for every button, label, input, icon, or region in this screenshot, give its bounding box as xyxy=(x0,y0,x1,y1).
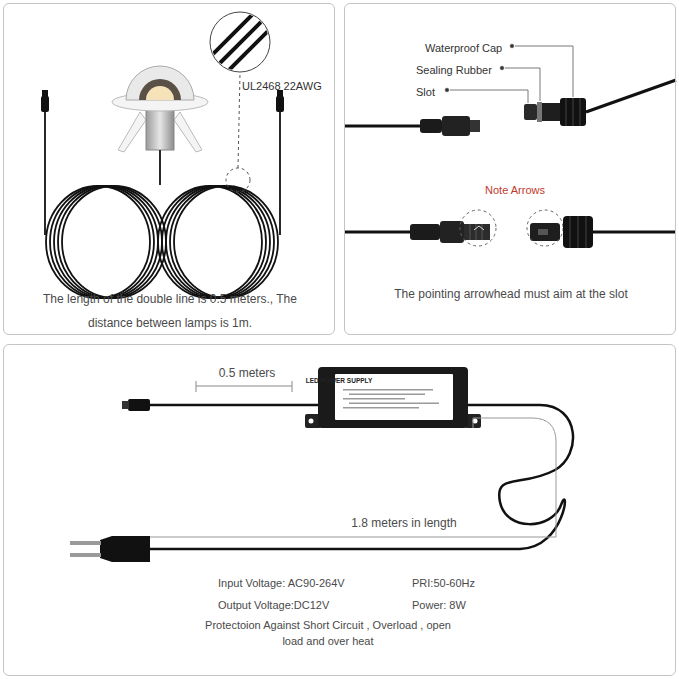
lamp-cap xyxy=(126,66,194,100)
note-text: The pointing arrowhead must aim at the s… xyxy=(361,287,661,302)
connector-pair-top xyxy=(345,80,676,136)
print-line xyxy=(343,398,405,400)
cable-wires xyxy=(45,112,280,298)
spring-clip xyxy=(118,112,146,152)
note-label: Note Arrows xyxy=(455,184,575,198)
part-label: Waterproof Cap xyxy=(425,42,502,56)
dimension: 0.5 meters xyxy=(187,366,307,381)
print-line xyxy=(343,407,419,409)
lamp-window xyxy=(139,79,181,100)
print-line xyxy=(349,394,425,396)
spec-text: Input Voltage: AC90-264V xyxy=(218,577,345,591)
panel: 0.5 meters 1.8 meters in lengthInput Volt… xyxy=(3,344,676,676)
spec-text: Power: 8W xyxy=(412,599,466,613)
lamp-figure xyxy=(112,66,208,152)
end-connector xyxy=(41,90,284,112)
panel: UL2468 22AWG The length of the double lin… xyxy=(3,3,335,335)
note-text: The length of the double line is 0.5 met… xyxy=(38,287,302,335)
power-supply-label: LED POWER SUPPLY xyxy=(335,374,453,420)
print-line xyxy=(343,389,433,391)
spec-text: Output Voltage:DC12V xyxy=(218,599,329,613)
connector-pair-bottom xyxy=(345,210,676,248)
spring-clip xyxy=(174,112,202,152)
lamp-led xyxy=(146,86,174,100)
part-label: Slot xyxy=(416,86,435,100)
spec-text: PRI:50-60Hz xyxy=(412,577,475,591)
label-print xyxy=(339,389,449,413)
part-label: Sealing Rubber xyxy=(416,64,492,78)
device-label: LED POWER SUPPLY xyxy=(284,377,394,385)
wire-spec: UL2468 22AWG xyxy=(242,80,322,94)
dimension: 1.8 meters in length xyxy=(314,516,494,531)
print-line xyxy=(349,403,439,405)
spec-text: Protectoion Against Short Circuit , Over… xyxy=(202,617,454,649)
panel: Waterproof CapSealing RubberSlotNote Arr… xyxy=(344,3,676,335)
power-supply-figure xyxy=(70,367,573,562)
magnifier-callout xyxy=(205,5,278,192)
